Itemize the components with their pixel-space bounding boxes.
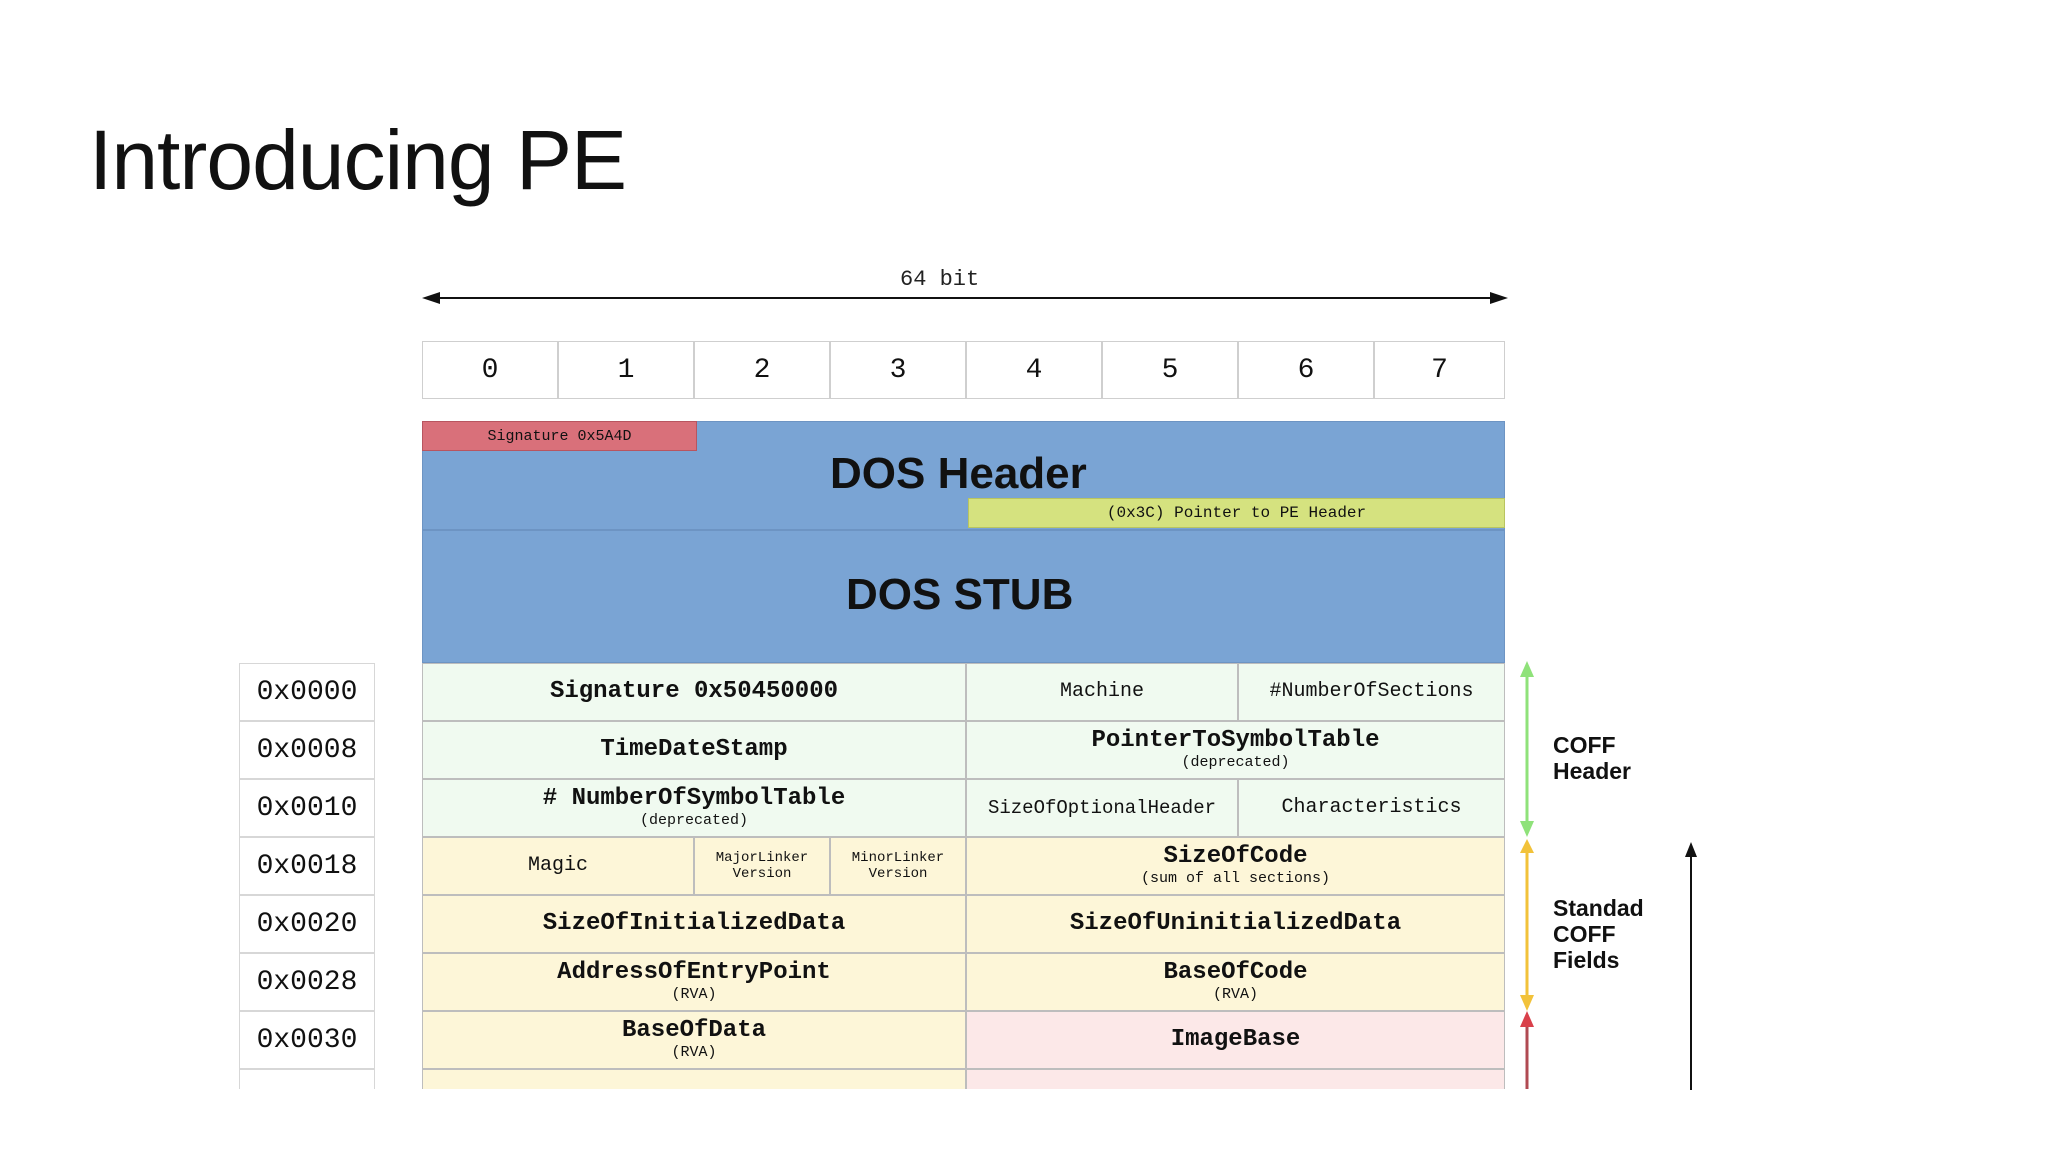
dos-stub-title: DOS STUB [846, 570, 1074, 619]
pe-signature-field: Signature 0x50450000 [422, 663, 966, 721]
dos-signature-field: Signature 0x5A4D [422, 421, 697, 451]
number-of-sections-field: #NumberOfSections [1238, 663, 1505, 721]
coff-header-label: COFF Header [1553, 732, 1631, 784]
byte-column-6: 6 [1238, 341, 1374, 399]
minor-linker-version-field: MinorLinker Version [830, 837, 966, 895]
dos-header-title: DOS Header [830, 449, 1087, 498]
address-of-entry-point-field: AddressOfEntryPoint (RVA) [422, 953, 966, 1011]
slide-title: Introducing PE [89, 113, 627, 207]
coff-arrow-head-up [1520, 661, 1534, 677]
pointer-to-symbol-table-field: PointerToSymbolTable (deprecated) [966, 721, 1505, 779]
byte-column-7: 7 [1374, 341, 1505, 399]
offset-label: 0x0020 [239, 895, 375, 953]
offset-label: 0x0000 [239, 663, 375, 721]
byte-column-0: 0 [422, 341, 558, 399]
standard-coff-fields-label: Standad COFF Fields [1553, 895, 1644, 973]
offset-label: 0x0010 [239, 779, 375, 837]
byte-column-5: 5 [1102, 341, 1238, 399]
number-of-symbol-table-field: # NumberOfSymbolTable (deprecated) [422, 779, 966, 837]
size-of-optional-header-field: SizeOfOptionalHeader [966, 779, 1238, 837]
offset-label: 0x0028 [239, 953, 375, 1011]
byte-column-4: 4 [966, 341, 1102, 399]
standard-arrow-head-up [1520, 839, 1534, 853]
next-row-cut [422, 1069, 966, 1089]
coff-arrow-head-down [1520, 821, 1534, 837]
machine-field: Machine [966, 663, 1238, 721]
offset-label: 0x0030 [239, 1011, 375, 1069]
width-arrow [422, 292, 1508, 304]
byte-column-2: 2 [694, 341, 830, 399]
width-label: 64 bit [900, 267, 980, 292]
characteristics-field: Characteristics [1238, 779, 1505, 837]
base-of-data-field: BaseOfData (RVA) [422, 1011, 966, 1069]
offset-label-cut [239, 1069, 375, 1089]
byte-column-1: 1 [558, 341, 694, 399]
offset-label: 0x0008 [239, 721, 375, 779]
optional-header-arrow [1685, 842, 1697, 1090]
byte-column-3: 3 [830, 341, 966, 399]
standard-arrow-head-down [1520, 995, 1534, 1011]
next-row-cut [966, 1069, 1505, 1089]
size-of-code-field: SizeOfCode (sum of all sections) [966, 837, 1505, 895]
section-arrows [1520, 661, 1534, 1089]
size-of-initialized-data-field: SizeOfInitializedData [422, 895, 966, 953]
windows-arrow-head-up [1520, 1011, 1534, 1027]
major-linker-version-field: MajorLinker Version [694, 837, 830, 895]
dos-stub-block [422, 530, 1505, 663]
size-of-uninitialized-data-field: SizeOfUninitializedData [966, 895, 1505, 953]
base-of-code-field: BaseOfCode (RVA) [966, 953, 1505, 1011]
pe-pointer-field: (0x3C) Pointer to PE Header [968, 498, 1505, 528]
magic-field: Magic [422, 837, 694, 895]
timedatestamp-field: TimeDateStamp [422, 721, 966, 779]
image-base-field: ImageBase [966, 1011, 1505, 1069]
offset-label: 0x0018 [239, 837, 375, 895]
